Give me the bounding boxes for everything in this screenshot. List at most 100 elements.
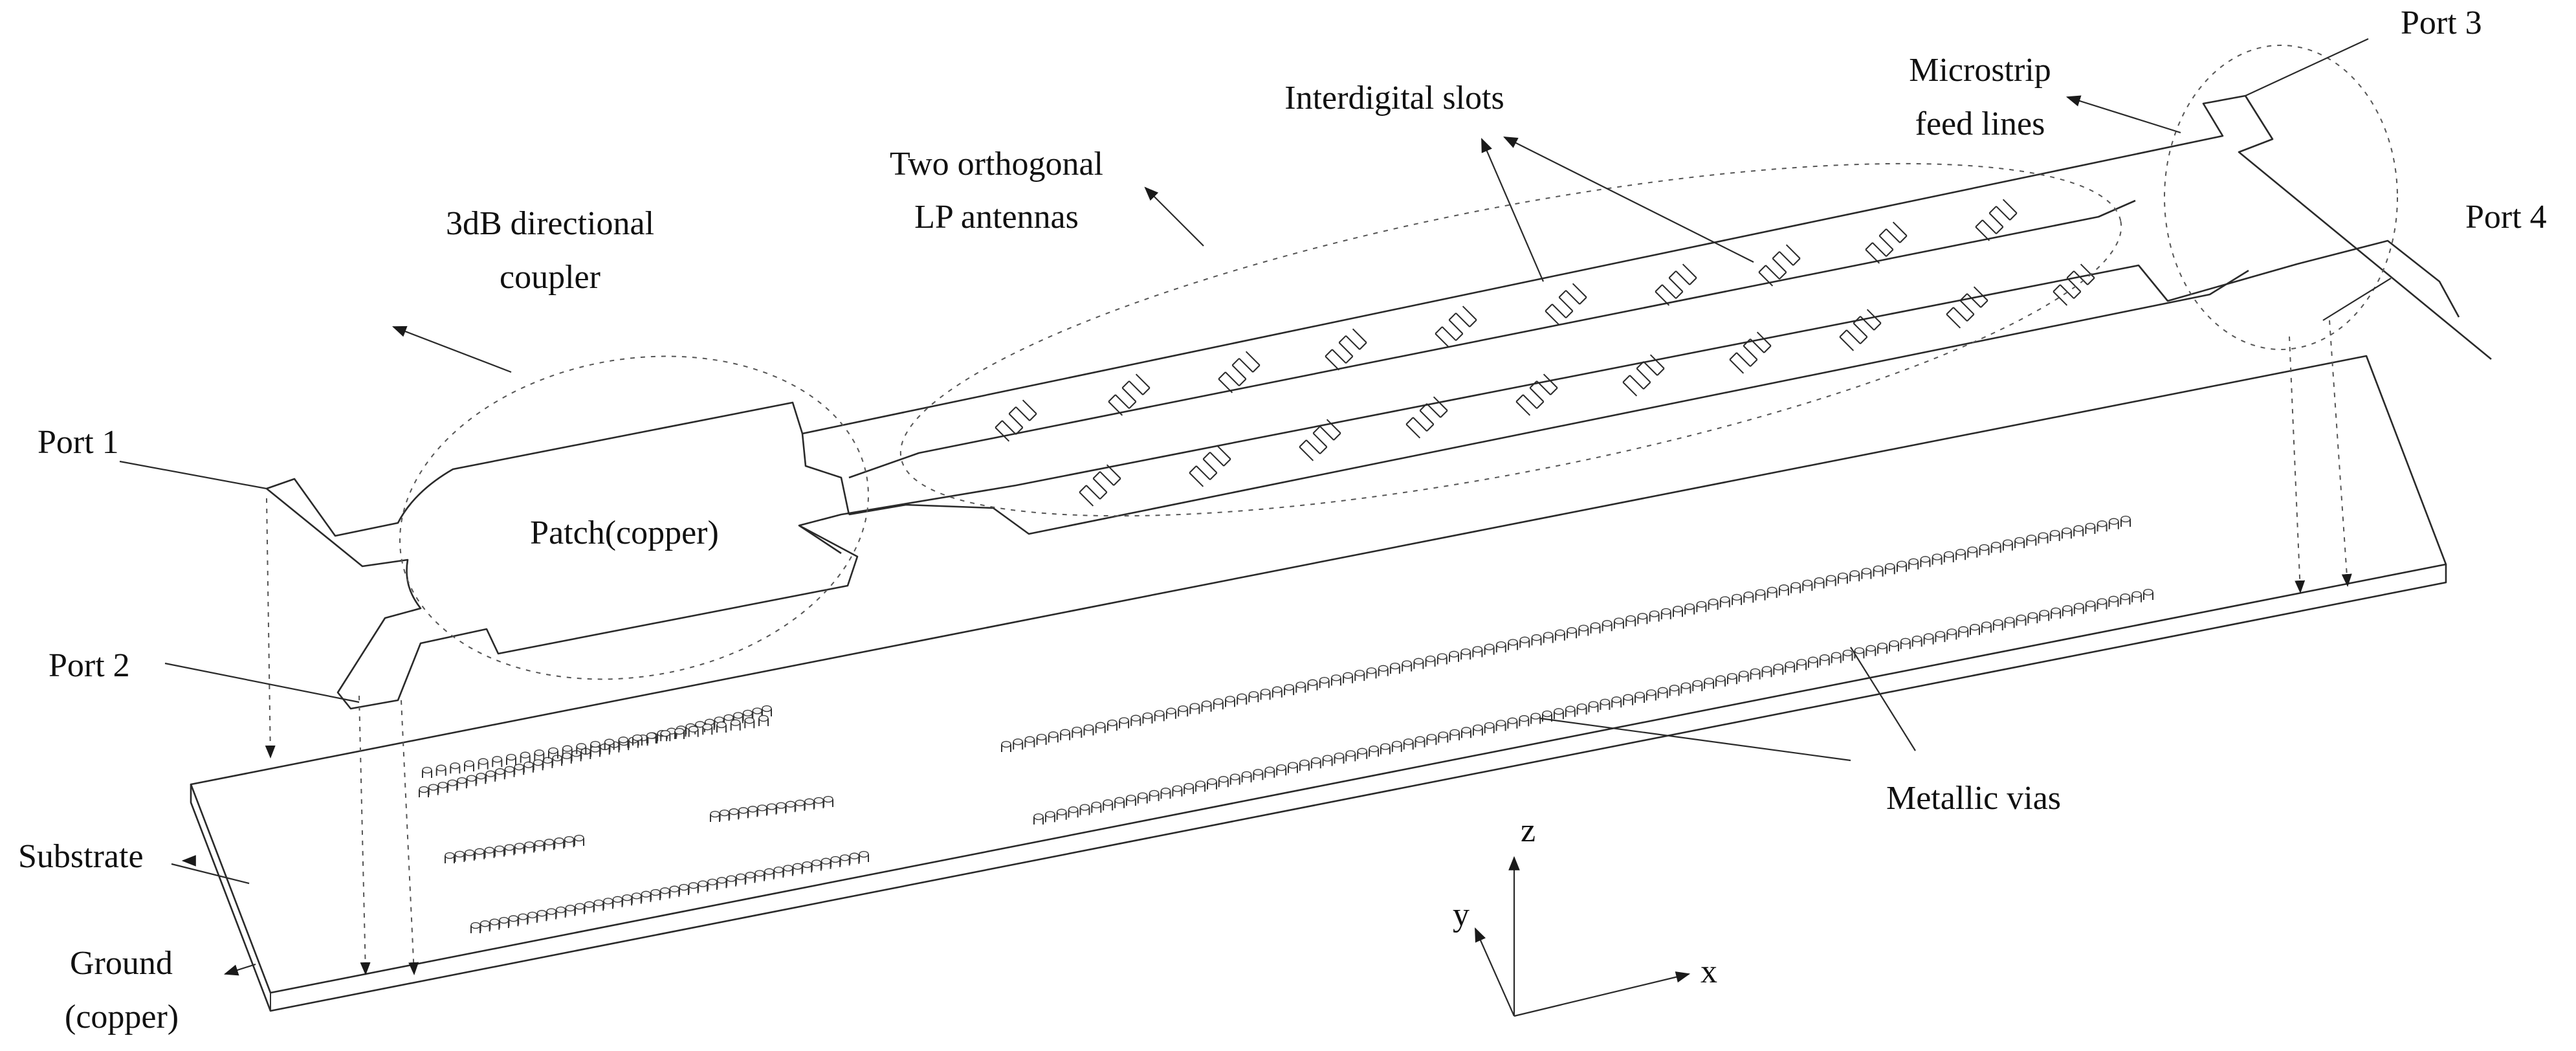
metallic-via-wall [730,722,741,731]
metallic-via-wall [1576,707,1587,715]
metallic-via-wall [1213,702,1224,710]
metallic-via [840,854,850,861]
metallic-via-wall [1036,737,1047,745]
metallic-via [554,837,564,845]
metallic-via-wall [450,766,461,774]
metallic-via [1322,755,1333,762]
metallic-via [2003,539,2013,546]
metallic-via-wall [1484,725,1495,733]
metallic-via [604,738,615,746]
metallic-via-wall [1825,578,1836,586]
label-feed-line1: Microstrip [1909,52,2051,89]
metallic-via [514,764,524,771]
metallic-via [1680,682,1691,689]
metallic-via-wall [1183,786,1194,794]
metallic-via-wall [1750,671,1761,680]
metallic-via-wall [744,720,755,729]
metallic-via-wall [1438,735,1449,743]
metallic-via [470,922,481,929]
metallic-via-wall [1307,682,1318,691]
metallic-via-wall [1531,637,1542,646]
metallic-via-wall [2051,610,2062,619]
metallic-via [476,773,486,780]
metallic-via [1114,797,1125,804]
interdigital-slot [1622,354,1665,397]
label-axis-x: x [1701,953,1717,990]
metallic-via [1380,743,1391,750]
metallic-via [2027,612,2038,619]
metallic-via [1944,551,1954,559]
metallic-via [719,809,730,817]
metallic-via [1311,757,1321,764]
metallic-via [593,899,604,907]
metallic-via [450,762,460,769]
metallic-via-wall [1567,630,1578,639]
metallic-via-wall [1142,716,1153,724]
metallic-via [2143,588,2153,596]
metallic-via [2062,605,2073,612]
label-antennas-line2: LP antennas [914,199,1079,236]
metallic-via [1460,648,1471,656]
metallic-via [726,875,736,882]
metallic-via [1508,639,1518,646]
metallic-via [1091,801,1101,809]
metallic-via-wall [1461,730,1471,738]
metallic-via-wall [1519,718,1530,727]
metallic-via [1449,650,1459,658]
metallic-via-wall [1849,573,1860,582]
metallic-via-wall [1426,737,1437,746]
metallic-via [1588,701,1599,708]
metallic-via-wall [1178,709,1189,717]
metallic-via [1842,649,1853,657]
metallic-via-wall [2108,599,2119,607]
metallic-via [1461,727,1471,734]
metallic-via-wall [1271,689,1282,698]
metallic-via [1253,769,1264,776]
metallic-via [669,885,679,892]
metallic-via-wall [859,854,869,862]
metallic-via [1001,740,1011,748]
metallic-via [1602,620,1613,627]
metallic-via-wall [474,851,485,859]
metallic-via [1820,654,1830,661]
coordinate-axes [1474,856,1691,1017]
metallic-via [1195,780,1205,788]
metallic-via-wall [494,848,505,857]
metallic-via [1426,733,1437,741]
metallic-via-wall [2097,524,2108,532]
metallic-via-wall [1189,706,1200,714]
metallic-via [1166,707,1176,714]
metallic-via [1802,579,1812,587]
metallic-via [688,882,699,889]
metallic-via-wall [1990,545,2001,553]
metallic-via [1684,603,1695,610]
metallic-via [823,795,833,803]
diagram-labels: Port 1 Port 2 Port 3 Port 4 3dB directio… [18,5,2547,1035]
metallic-via-wall [1103,802,1114,811]
metallic-via-wall [1391,744,1402,752]
metallic-via [745,872,756,879]
metallic-via [804,798,815,805]
metallic-via-wall [554,841,565,849]
metallic-via [2051,607,2061,615]
metallic-via [1779,584,1789,592]
metallic-via [478,758,489,765]
metallic-via [757,804,767,812]
metallic-via [1119,717,1129,724]
metallic-via-wall [524,845,535,853]
metallic-via-wall [2085,604,2096,612]
metallic-via-wall [1649,614,1660,622]
metallic-via [2016,614,2027,621]
metallic-via [1154,710,1165,717]
interdigital-slot [1655,263,1697,306]
metallic-via-wall [1785,665,1796,673]
metallic-via-wall [1889,643,1899,652]
metallic-via-wall [1669,688,1680,696]
metallic-via [457,777,467,784]
metallic-via-wall [464,852,475,861]
metallic-via [792,863,803,870]
metallic-via-wall [1106,723,1117,731]
metallic-via [499,916,509,924]
metallic-via [489,918,500,925]
interdigital-slot [1299,419,1341,461]
